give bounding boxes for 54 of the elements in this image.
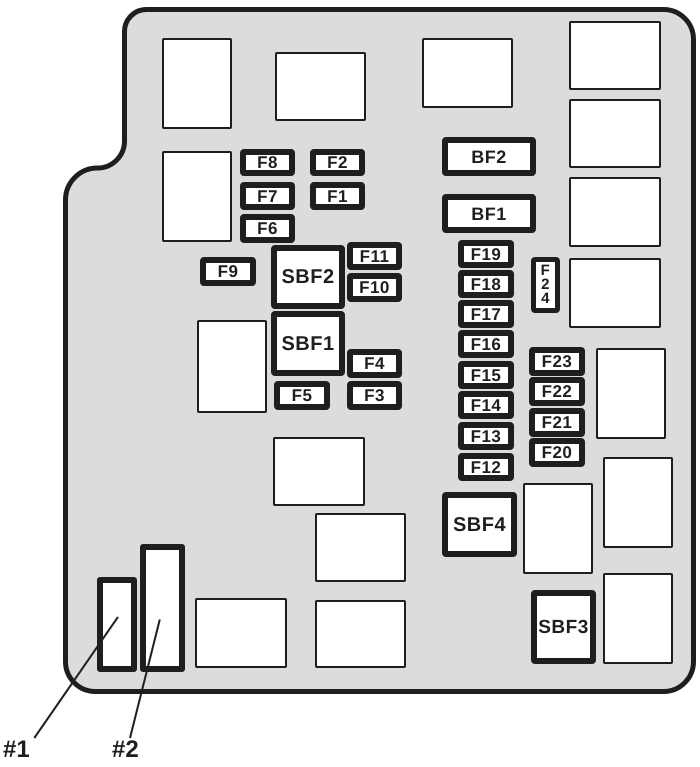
- leader-line: [129, 619, 161, 738]
- fuse: F13: [458, 422, 514, 450]
- relay-slot: [569, 99, 661, 168]
- relay-slot: [569, 177, 661, 247]
- relay-slot: [315, 513, 406, 582]
- fuse: F3: [347, 381, 402, 410]
- fuse: F11: [347, 242, 402, 270]
- fuse: F2: [310, 149, 365, 176]
- leader-line: [33, 616, 119, 739]
- fuse: F20: [529, 438, 585, 467]
- fuse: BF1: [442, 194, 536, 233]
- relay-slot: [569, 258, 661, 328]
- fuse: F15: [458, 361, 514, 389]
- fuse-slot: [140, 544, 185, 672]
- fuse: F10: [347, 273, 402, 302]
- fuse-box-panel: [63, 7, 696, 694]
- fuse: F14: [458, 391, 514, 419]
- callout-number: #2: [112, 738, 148, 762]
- fuse: F4: [347, 349, 402, 378]
- fuse: F19: [458, 240, 514, 268]
- fuse: F8: [240, 149, 295, 176]
- fuse: F16: [458, 330, 514, 358]
- fuse: F23: [529, 347, 585, 376]
- fuse: BF2: [442, 137, 536, 176]
- relay-slot: [162, 38, 232, 129]
- fuse: SBF3: [531, 590, 596, 664]
- relay-slot: [603, 573, 673, 664]
- fuse-slot: [97, 577, 137, 672]
- relay-slot: [603, 457, 673, 548]
- fuse: F24: [531, 257, 560, 313]
- fuse: SBF2: [271, 245, 345, 309]
- relay-slot: [315, 600, 406, 668]
- fuse: F22: [529, 377, 585, 406]
- relay-slot: [275, 52, 366, 121]
- callout-number: #1: [3, 738, 37, 762]
- fuse: F12: [458, 453, 514, 481]
- fuse: F17: [458, 300, 514, 328]
- relay-slot: [162, 151, 232, 242]
- fuse: SBF4: [442, 492, 517, 557]
- fuse: F18: [458, 270, 514, 298]
- fuse: F21: [529, 408, 585, 437]
- fuse: F9: [200, 257, 256, 286]
- fuse: F6: [240, 214, 295, 243]
- relay-slot: [273, 437, 365, 506]
- fuse: SBF1: [271, 311, 345, 376]
- relay-slot: [523, 483, 593, 574]
- relay-slot: [422, 38, 513, 108]
- fuse: F1: [310, 182, 365, 210]
- relay-slot: [195, 598, 287, 668]
- fuse: F7: [240, 182, 295, 210]
- relay-slot: [569, 21, 661, 90]
- relay-slot: [596, 348, 666, 439]
- relay-slot: [197, 320, 267, 413]
- fuse: F5: [274, 381, 330, 410]
